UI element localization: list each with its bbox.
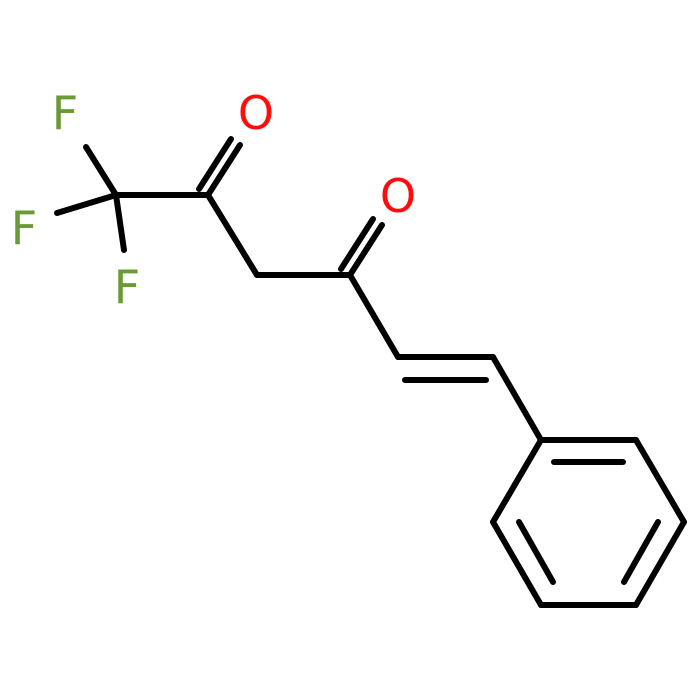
- ring-bond-5: [490, 519, 544, 608]
- ring-inner-bond-3: [516, 519, 556, 585]
- ring-bond-6: [490, 437, 544, 525]
- bond-c4-o2-b: [338, 216, 376, 272]
- atom-label-f2: F: [11, 201, 37, 255]
- ring-bond-2: [633, 437, 687, 525]
- atom-label-o1: O: [238, 86, 274, 140]
- ring-inner-bond-2: [621, 519, 661, 585]
- bond-c1-f2: [54, 192, 119, 216]
- atom-label-f3: F: [114, 260, 140, 314]
- bond-c2-o1-b: [196, 136, 234, 192]
- atom-label-f1: F: [52, 86, 78, 140]
- bond-c2-c3: [205, 192, 260, 278]
- bond-c6-c7: [490, 354, 544, 443]
- bond-c1-f3: [113, 192, 127, 253]
- bond-c2-o1-a: [205, 142, 243, 198]
- bond-c4-o2-a: [347, 222, 385, 278]
- ring-bond-3: [633, 519, 687, 608]
- bond-c4-c5: [347, 272, 401, 360]
- bond-c1-f1: [83, 144, 119, 198]
- atom-label-o2: O: [380, 169, 416, 223]
